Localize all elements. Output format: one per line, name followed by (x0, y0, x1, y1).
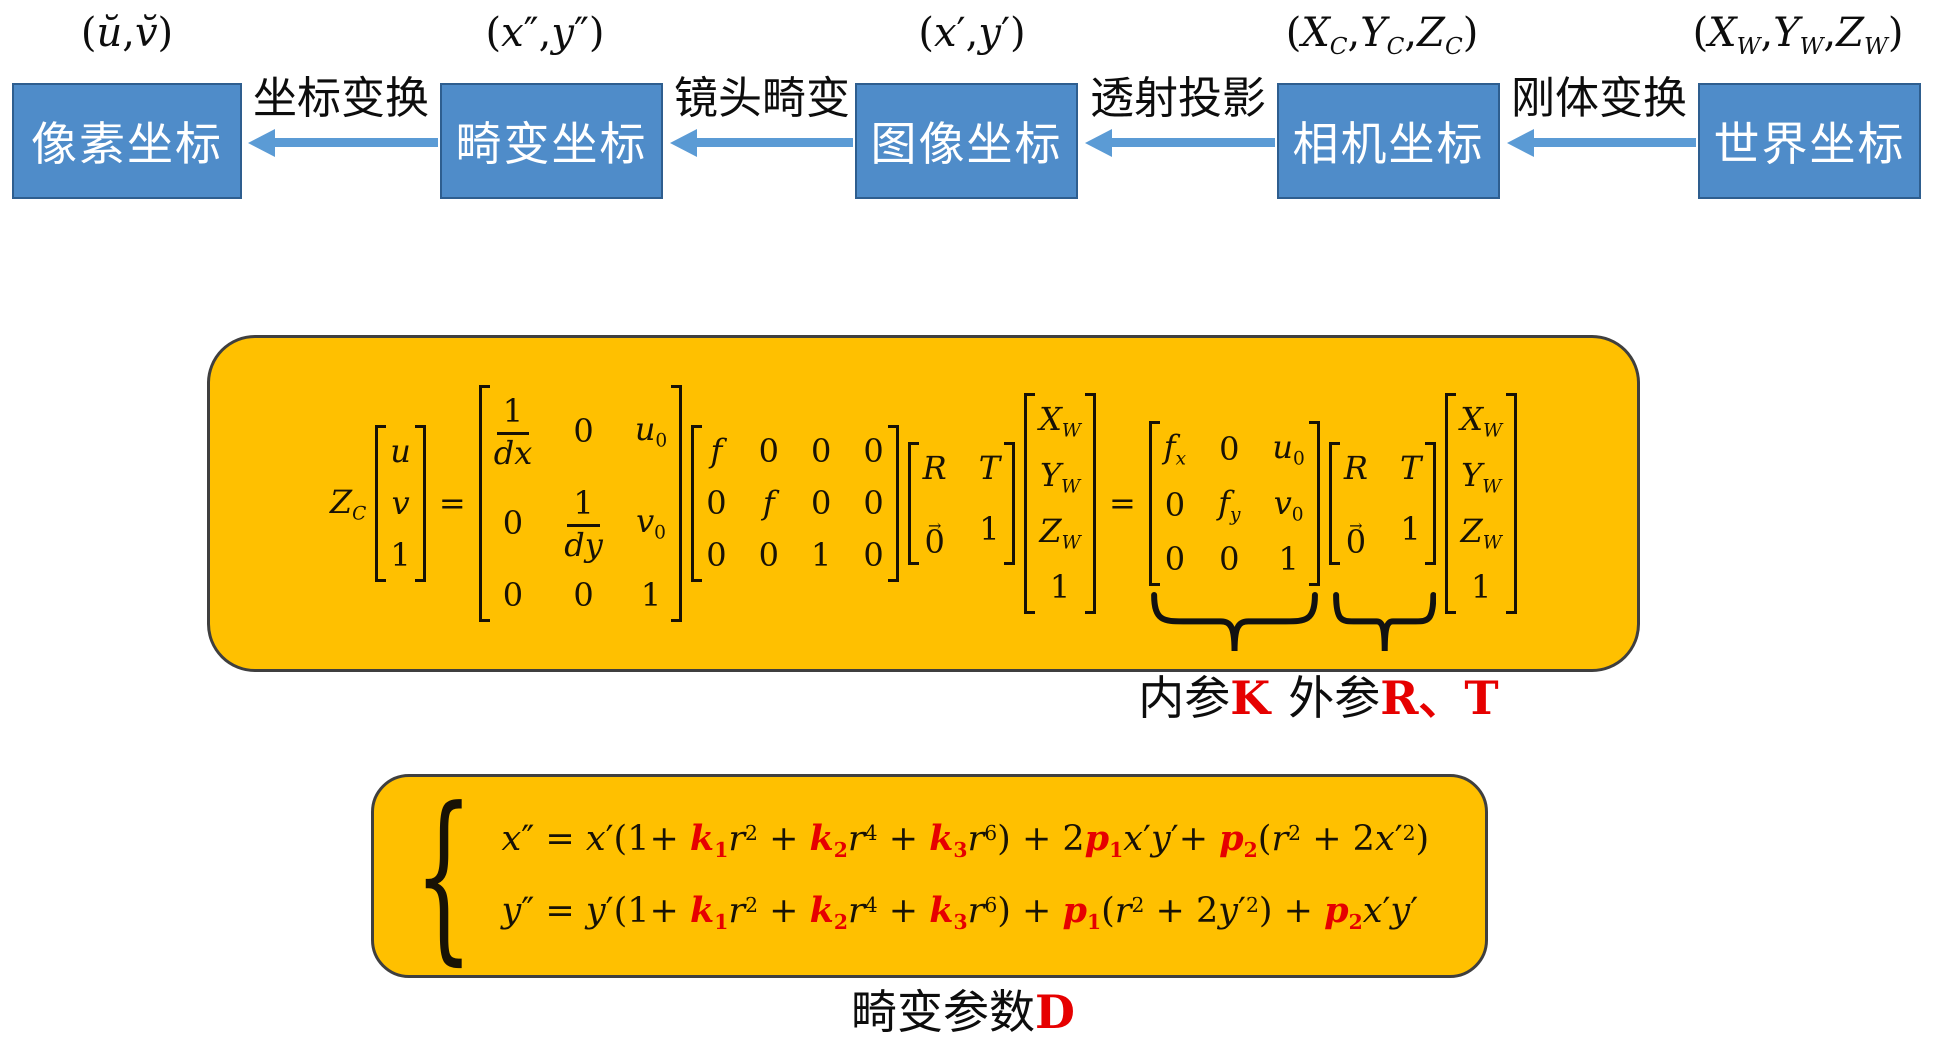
extrinsic-symbols: R、T (1380, 670, 1499, 725)
coord-label-pixel: (ŭ,v̆) (80, 10, 174, 56)
extrinsic-label: 外参 (1288, 672, 1381, 724)
distortion-equation-y: y″ = y′(1+ k1r2 + k2r4 + k3r6) + p1(r2 +… (501, 890, 1419, 935)
left-arrow-icon (670, 128, 853, 157)
coord-label-distorted: (x″,y″) (485, 10, 605, 56)
flow-box-image-coords: 图像坐标 (855, 83, 1078, 199)
flow-box-distorted-coords: 畸变坐标 (440, 83, 663, 199)
extrinsic-underbrace (1333, 590, 1436, 656)
distortion-caption: 畸变参数D (851, 976, 1075, 1041)
left-arrow-icon (1507, 128, 1696, 157)
distortion-equation-panel: { x″ = x′(1+ k1r2 + k2r4 + k3r6) + 2p1x′… (371, 774, 1488, 978)
left-arrow-icon (1085, 128, 1275, 157)
distortion-equation-x: x″ = x′(1+ k1r2 + k2r4 + k3r6) + 2p1x′y′… (501, 817, 1430, 862)
intrinsic-underbrace (1149, 590, 1320, 656)
distortion-caption-text: 畸变参数 (851, 987, 1036, 1038)
intrinsic-label: 内参 (1138, 672, 1231, 724)
flow-box-label: 像素坐标 (31, 119, 223, 170)
left-arrow-icon (248, 128, 438, 157)
transform-label-perspective-projection: 透射投影 (1090, 74, 1266, 123)
flow-box-label: 畸变坐标 (455, 119, 648, 170)
distortion-symbol: D (1035, 985, 1075, 1039)
distortion-equations: x″ = x′(1+ k1r2 + k2r4 + k3r6) + 2p1x′y′… (493, 818, 1429, 934)
equals-sign: = (1108, 484, 1136, 523)
coord-label-world: (XW,YW,ZW) (1692, 10, 1904, 61)
coord-label-image: (x′,y′) (918, 10, 1026, 56)
transform-label-coordinate-transform: 坐标变换 (253, 74, 429, 123)
parameters-label: 内参K 外参R、T (1138, 662, 1498, 728)
depth-coefficient: ZC (329, 482, 367, 525)
coord-label-camera: (XC,YC,ZC) (1285, 10, 1479, 61)
flow-box-pixel-coords: 像素坐标 (12, 83, 242, 199)
flow-box-label: 世界坐标 (1713, 119, 1906, 170)
transform-label-lens-distortion: 镜头畸变 (674, 74, 850, 123)
equals-sign: = (438, 484, 466, 523)
intrinsic-symbol: K (1230, 670, 1271, 725)
flow-box-camera-coords: 相机坐标 (1277, 83, 1500, 199)
system-brace: { (414, 769, 474, 983)
flow-box-world-coords: 世界坐标 (1698, 83, 1921, 199)
transform-label-rigid-transform: 刚体变换 (1511, 74, 1687, 123)
flow-box-label: 图像坐标 (870, 119, 1063, 170)
flow-box-label: 相机坐标 (1292, 119, 1485, 170)
